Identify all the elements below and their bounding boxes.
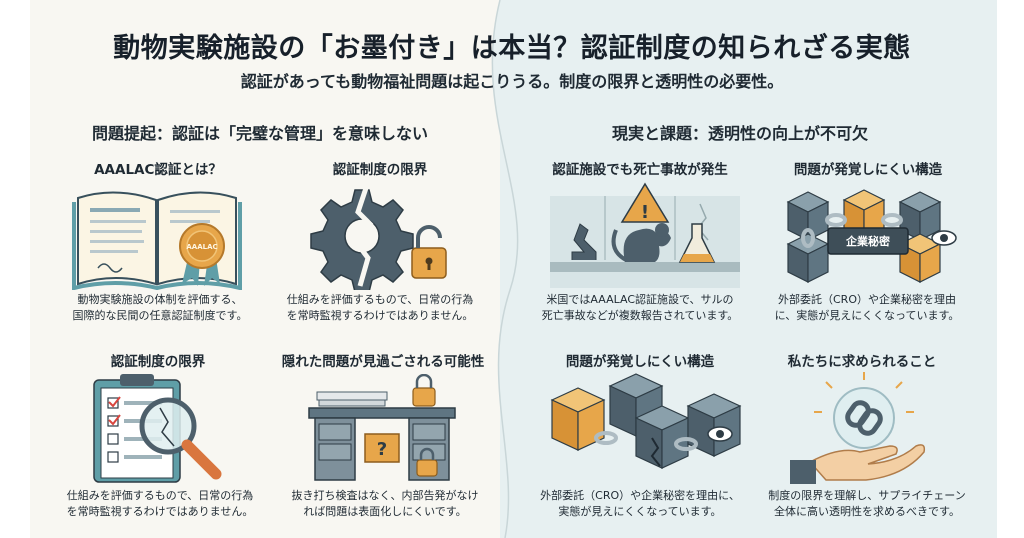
card-text-what-is-required-line1: 制度の限界を理解し、サプライチェーン: [768, 489, 966, 502]
right-section-heading: 現実と課題：透明性の向上が不可欠: [612, 124, 869, 143]
card-title-hidden-problems: 隠れた問題が見過ごされる可能性: [281, 354, 485, 370]
card-title-hidden-structure-2: 問題が発覚しにくい構造: [565, 354, 715, 370]
card-text-limit-clipboard-line1: 仕組みを評価するもので、日常の行為: [66, 489, 254, 502]
clipboard-magnifier-icon: [93, 374, 222, 483]
warning-mark-label: !: [641, 202, 649, 223]
card-text-limit-gear-line1: 仕組みを評価するもので、日常の行為: [286, 293, 474, 306]
card-text-fatal-accidents-line1: 米国ではAAALAC認証施設で、サルの: [546, 293, 734, 306]
trade-secret-label: 企業秘密: [845, 234, 890, 248]
broken-gear-icon: [310, 187, 447, 290]
card-title-limit-gear: 認証制度の限界: [332, 162, 428, 178]
certificate-book-icon: AAALAC: [72, 191, 242, 290]
card-title-limit-clipboard: 認証制度の限界: [110, 354, 206, 370]
card-text-hidden-problems-line1: 抜き打ち検査はなく、内部告発がなけ: [291, 489, 479, 502]
left-section-heading: 問題提起：認証は「完璧な管理」を意味しない: [92, 124, 429, 143]
card-text-limit-clipboard-line2: を常時監視するわけではありません。: [66, 505, 254, 518]
question-mark-label: ?: [377, 439, 387, 460]
broken-chain-cubes-icon: [550, 373, 742, 469]
card-text-aaalac-line1: 動物実験施設の体制を評価する、: [77, 293, 243, 306]
card-title-what-is-required: 私たちに求められること: [787, 354, 937, 370]
card-text-fatal-accidents-line2: 死亡事故などが複数報告されています。: [541, 309, 739, 322]
chained-cubes-icon: 企業秘密: [786, 189, 957, 283]
card-text-aaalac-line2: 国際的な民間の任意認証制度です。: [72, 309, 248, 322]
card-title-hidden-structure-1: 問題が発覚しにくい構造: [793, 162, 943, 178]
panel-divider-curve: [491, 0, 570, 538]
card-title-fatal-accidents: 認証施設でも死亡事故が発生: [552, 162, 728, 178]
card-title-aaalac: AAALAC認証とは？: [94, 162, 222, 178]
seal-label: AAALAC: [186, 243, 217, 251]
lab-monkey-icon: !: [550, 182, 740, 288]
page-subtitle: 認証があっても動物福祉問題は起こりうる。制度の限界と透明性の必要性。: [240, 72, 784, 91]
card-text-hidden-structure-2-line2: 実態が見えにくくなっています。: [558, 505, 722, 518]
card-text-hidden-structure-1-line1: 外部委託（CRO）や企業秘密を理由: [778, 293, 956, 306]
card-text-hidden-structure-1-line2: に、実態が見えにくくなっています。: [774, 309, 960, 322]
card-text-limit-gear-line2: を常時監視するわけではありません。: [286, 309, 474, 322]
hand-bubble-chain-icon: [790, 372, 926, 484]
desk-documents-icon: ?: [308, 374, 456, 481]
card-text-hidden-problems-line2: れば問題は表面化しにくいです。: [303, 505, 467, 518]
card-text-what-is-required-line2: 全体に高い透明性を求めるべきです。: [774, 505, 960, 518]
page-title: 動物実験施設の「お墨付き」は本当？認証制度の知られざる実態: [113, 33, 911, 64]
card-text-hidden-structure-2-line1: 外部委託（CRO）や企業秘密を理由に、: [540, 489, 740, 502]
